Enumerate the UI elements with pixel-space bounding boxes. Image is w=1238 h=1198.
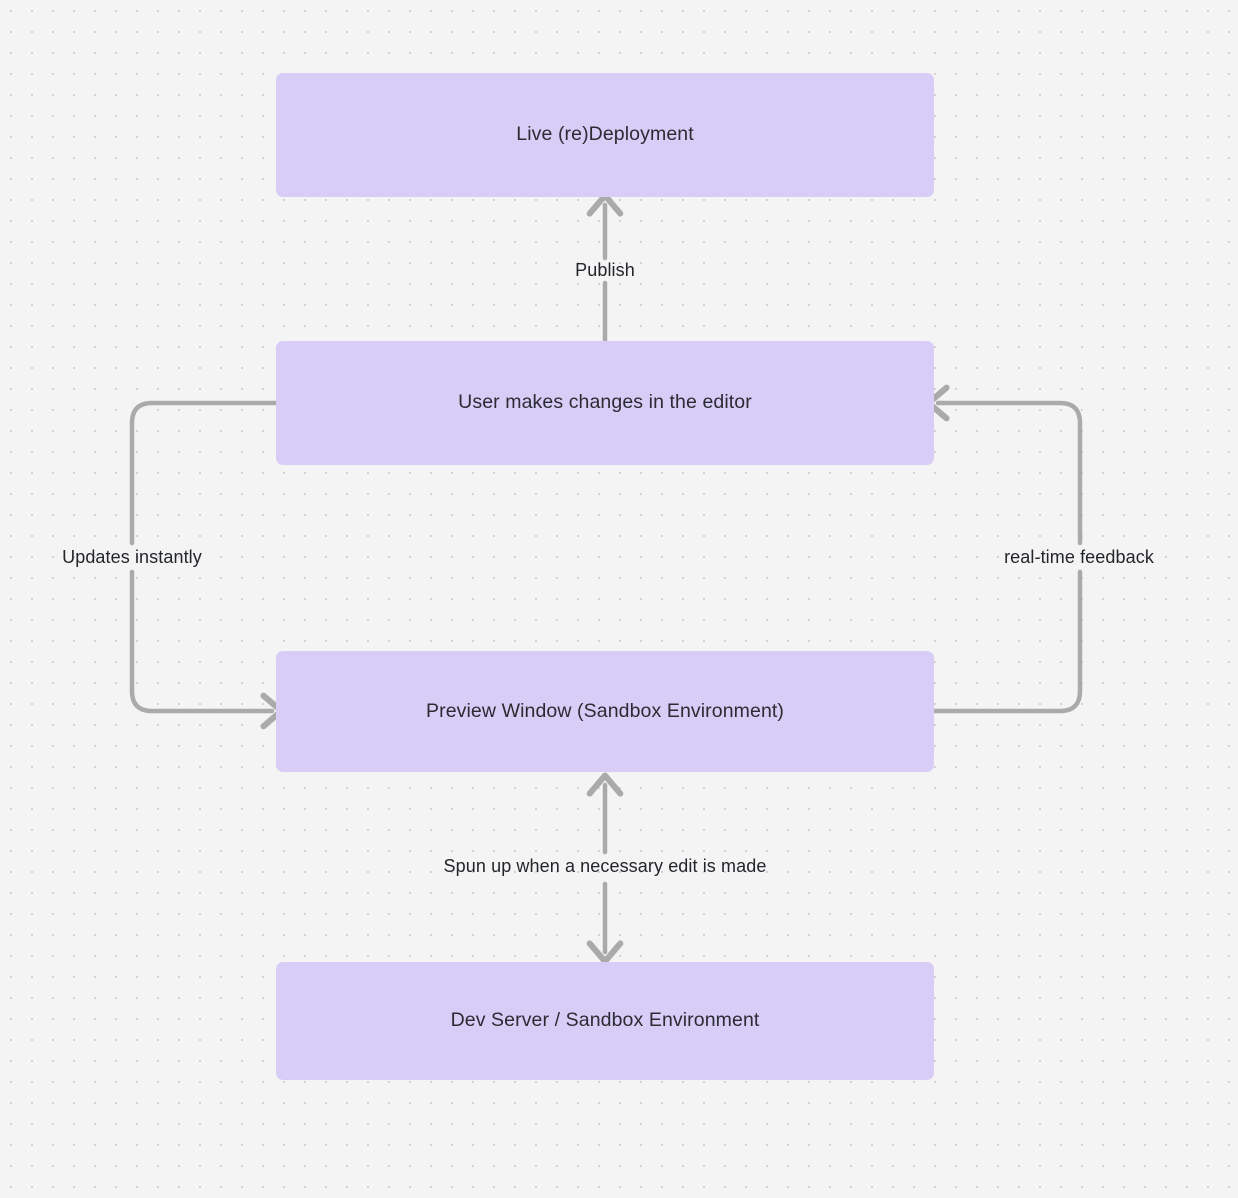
node-preview-window[interactable]: Preview Window (Sandbox Environment): [276, 651, 934, 772]
node-dev-server[interactable]: Dev Server / Sandbox Environment: [276, 962, 934, 1080]
edge-label-updates-instantly: Updates instantly: [62, 547, 202, 567]
node-label: Preview Window (Sandbox Environment): [426, 699, 784, 722]
node-label: User makes changes in the editor: [458, 391, 752, 414]
edge-label-spun-up: Spun up when a necessary edit is made: [443, 856, 767, 876]
node-label: Live (re)Deployment: [516, 123, 694, 146]
edge-label-real-time-feedback: real-time feedback: [1004, 547, 1154, 567]
node-label: Dev Server / Sandbox Environment: [450, 1009, 760, 1032]
edge-label-publish: Publish: [575, 260, 635, 280]
node-user-makes-changes[interactable]: User makes changes in the editor: [276, 341, 934, 465]
node-live-redeployment[interactable]: Live (re)Deployment: [276, 73, 934, 197]
